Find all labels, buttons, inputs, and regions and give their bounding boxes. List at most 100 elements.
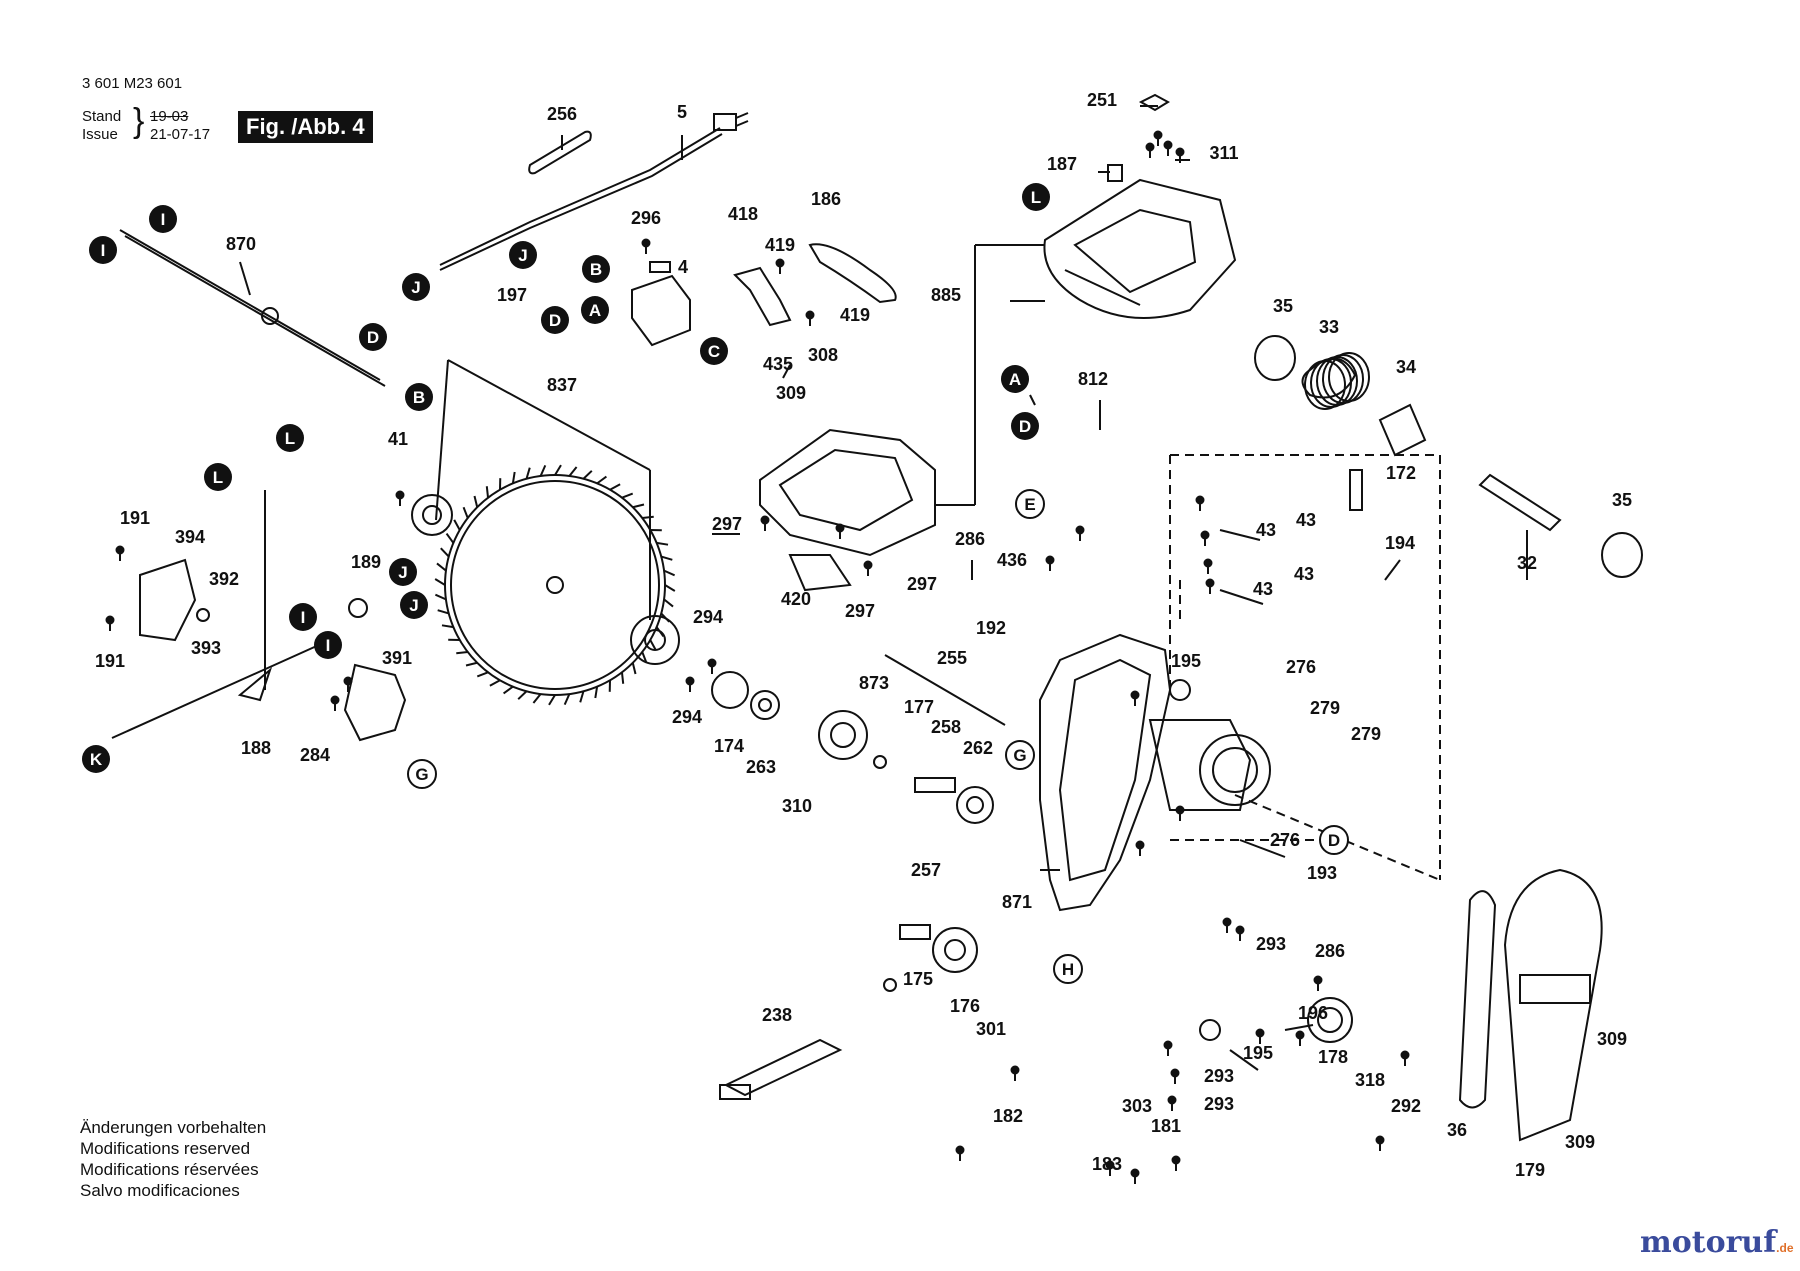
cover-179 bbox=[1503, 868, 1603, 1142]
screw-part bbox=[330, 695, 340, 711]
part-label-294: 294 bbox=[693, 607, 723, 627]
leader-line bbox=[1384, 559, 1401, 581]
blade-tooth bbox=[465, 661, 478, 667]
screw-part bbox=[1130, 1168, 1140, 1184]
part-label-297: 297 bbox=[907, 574, 937, 594]
callout-B: B bbox=[405, 383, 433, 411]
part-label-286: 286 bbox=[955, 529, 985, 549]
leader-line bbox=[735, 112, 749, 119]
watermark-logo: motoruf.de bbox=[1640, 1225, 1794, 1260]
part-label-197: 197 bbox=[497, 285, 527, 305]
screw-part bbox=[343, 676, 353, 692]
gearbox bbox=[1148, 719, 1252, 811]
blade-tooth bbox=[539, 464, 547, 477]
blade-tooth bbox=[621, 492, 634, 499]
part-label-311: 311 bbox=[1209, 143, 1238, 163]
blade-tooth bbox=[568, 466, 578, 477]
part-label-293: 293 bbox=[1204, 1094, 1234, 1114]
callout-I: I bbox=[89, 236, 117, 264]
part-label-419: 419 bbox=[765, 235, 795, 255]
screw-part bbox=[641, 238, 651, 254]
blade-tooth bbox=[473, 495, 479, 508]
housing-873 bbox=[818, 710, 868, 760]
part-label-391: 391 bbox=[382, 648, 412, 668]
lever-186 bbox=[808, 243, 897, 304]
callout-letter: D bbox=[1328, 831, 1340, 850]
flange-outer-hub bbox=[644, 629, 666, 651]
part-label-194: 194 bbox=[1385, 533, 1415, 553]
blade-tooth bbox=[441, 624, 454, 629]
part-label-318: 318 bbox=[1355, 1070, 1385, 1090]
part-label-35: 35 bbox=[1612, 490, 1632, 510]
blade-tooth bbox=[517, 690, 528, 700]
callout-letter: D bbox=[1019, 417, 1031, 436]
callout-letter: I bbox=[161, 210, 166, 229]
callout-letter: B bbox=[590, 260, 602, 279]
screw-part bbox=[1222, 917, 1232, 933]
roller-178-in bbox=[1317, 1007, 1343, 1033]
handle-885 bbox=[1043, 178, 1237, 319]
nut-393 bbox=[196, 608, 210, 622]
screw-part bbox=[115, 545, 125, 561]
part-label-309: 309 bbox=[776, 383, 806, 403]
blade-tooth bbox=[437, 609, 450, 615]
callout-letter: A bbox=[589, 301, 601, 320]
blade-tooth bbox=[503, 685, 514, 695]
screw-part bbox=[1171, 1155, 1181, 1171]
part-label-33: 33 bbox=[1319, 317, 1339, 337]
part-label-393: 393 bbox=[191, 638, 221, 658]
power-plug bbox=[713, 113, 737, 131]
callout-B: B bbox=[582, 255, 610, 283]
leader-line bbox=[1029, 394, 1036, 406]
leader-line bbox=[435, 359, 449, 521]
callout-letter: C bbox=[708, 342, 720, 361]
screw-part bbox=[835, 523, 845, 539]
part-label-309: 309 bbox=[1597, 1029, 1627, 1049]
part-label-276: 276 bbox=[1270, 830, 1300, 850]
callout-J: J bbox=[389, 558, 417, 586]
part-label-191: 191 bbox=[95, 651, 125, 671]
callout-A: A bbox=[581, 296, 609, 324]
blade-bore bbox=[546, 576, 564, 594]
bumper-195b bbox=[1199, 1019, 1221, 1041]
part-label-812: 812 bbox=[1078, 369, 1108, 389]
watermark-tld: .de bbox=[1776, 1241, 1794, 1255]
blade-tooth bbox=[532, 693, 542, 704]
blade-tooth bbox=[649, 639, 657, 651]
leader-line bbox=[1229, 1049, 1259, 1071]
part-label-34: 34 bbox=[1396, 357, 1416, 377]
screw-part bbox=[1400, 1050, 1410, 1066]
part-label-189: 189 bbox=[351, 552, 381, 572]
callout-letter: K bbox=[90, 750, 103, 769]
callout-D: D bbox=[1011, 412, 1039, 440]
part-label-308: 308 bbox=[808, 345, 838, 365]
callout-J: J bbox=[509, 241, 537, 269]
blade-tooth bbox=[434, 593, 447, 601]
callout-letter: L bbox=[285, 429, 295, 448]
motor-housing-871 bbox=[1039, 633, 1172, 912]
flange-41-hub bbox=[422, 505, 442, 525]
callout-K: K bbox=[82, 745, 110, 773]
screw-part bbox=[707, 658, 717, 674]
blade-tooth bbox=[641, 651, 648, 664]
part-label-419: 419 bbox=[840, 305, 870, 325]
screw-part bbox=[685, 676, 695, 692]
screw-part bbox=[1200, 530, 1210, 546]
issue-value: 21-07-17 bbox=[150, 126, 211, 143]
callout-letter: G bbox=[1013, 746, 1026, 765]
part-label-193: 193 bbox=[1307, 863, 1337, 883]
shaft-177 bbox=[914, 777, 956, 793]
part-label-195: 195 bbox=[1171, 651, 1201, 671]
part-label-195: 195 bbox=[1243, 1043, 1273, 1063]
part-label-301: 301 bbox=[976, 1019, 1006, 1039]
part-label-870: 870 bbox=[226, 234, 256, 254]
blade-tooth bbox=[434, 578, 446, 586]
screw-part bbox=[1313, 975, 1323, 991]
washer-35a bbox=[1254, 335, 1296, 381]
leader-line bbox=[1239, 839, 1286, 858]
callout-J: J bbox=[400, 591, 428, 619]
part-label-178: 178 bbox=[1318, 1047, 1348, 1067]
spindle-175 bbox=[899, 924, 931, 940]
blade-tooth bbox=[456, 650, 468, 655]
